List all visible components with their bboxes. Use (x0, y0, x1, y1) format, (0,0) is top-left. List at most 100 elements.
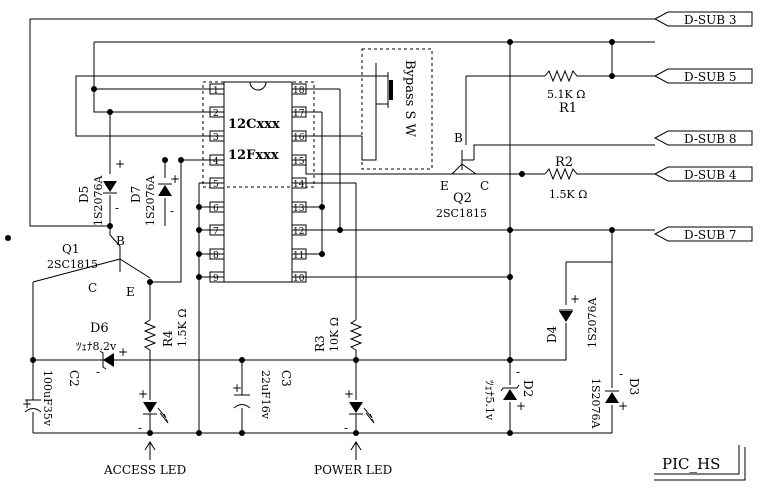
d2-minus: - (516, 365, 520, 379)
connector-dsub3 (653, 11, 753, 27)
resistor-r4 (143, 319, 157, 351)
d4-plus: + (570, 292, 580, 306)
junction-dot (507, 357, 513, 363)
ic-pin-right-number: 12 (293, 227, 304, 237)
ic-pin-left-number: 2 (213, 109, 219, 119)
junction-dot (107, 109, 113, 115)
ic-label-12fxxx: 12Fxxx (228, 148, 279, 163)
access-led-label: ACCESS LED (103, 463, 186, 477)
ic-pin-left-number: 3 (213, 133, 219, 143)
junction-dot (519, 171, 525, 177)
d7-part: 1S2076A (144, 174, 157, 226)
junction-dot (609, 73, 615, 79)
zener-d6 (103, 353, 114, 367)
leds (143, 402, 375, 460)
connector-dsub5-label: D-SUB 5 (684, 70, 737, 84)
r4-value: 1.5K Ω (176, 309, 189, 347)
r1-value: 5.1K Ω (547, 88, 585, 101)
junction-dot (319, 251, 325, 257)
diode-d7 (158, 185, 172, 196)
labels: B Q1 2SC1815 C E B E C Q2 2SC1815 5.1K Ω… (41, 88, 641, 477)
ic-pin-right-number: 15 (293, 157, 305, 167)
junction-dot (196, 204, 202, 210)
d2-name: D2 (521, 380, 535, 397)
d2-plus: + (516, 399, 526, 413)
d5-name: D5 (77, 186, 91, 203)
connector-dsub8 (653, 130, 753, 146)
ic-pin-left-number: 6 (213, 204, 219, 214)
d4-name: D4 (545, 325, 559, 343)
r4-name: R4 (161, 330, 175, 347)
c2-plus: + (22, 397, 32, 411)
junction-dot (107, 223, 113, 229)
junction-dot (319, 204, 325, 210)
d3-name: D3 (627, 378, 641, 395)
led-access (143, 402, 157, 413)
d6-name: D6 (90, 321, 109, 336)
d6-plus: + (118, 345, 128, 359)
ic-label-12cxxx: 12Cxxx (228, 117, 280, 132)
power-led-label: POWER LED (314, 463, 392, 477)
connector-dsub3-label: D-SUB 3 (684, 13, 737, 27)
junction-dot (239, 430, 245, 436)
q1-e-label: E (126, 285, 135, 299)
q1-b-label: B (116, 234, 125, 248)
polarity-marks: + - + - + - + + + - + - - + + - + (22, 157, 628, 435)
d7-minus: - (170, 204, 174, 218)
junction-dot (196, 430, 202, 436)
ic-pin-left-number: 4 (213, 157, 219, 167)
ic-pin-right-number: 11 (293, 251, 304, 261)
junction-dot (337, 227, 343, 233)
c3-plus: + (232, 381, 242, 395)
c3-name: C3 (279, 370, 293, 387)
q2-name: Q2 (453, 191, 472, 206)
ic-pin-right-number: 13 (293, 204, 305, 214)
junction-dot (196, 251, 202, 257)
r3-value: 10K Ω (328, 317, 341, 352)
c2-name: C2 (67, 370, 81, 387)
junction-dot (507, 227, 513, 233)
d6-minus: - (96, 365, 100, 379)
resistor-r3 (349, 319, 363, 351)
junction-dot (609, 227, 615, 233)
connector-dsub7 (653, 226, 753, 242)
connector-dsub7-label: D-SUB 7 (684, 228, 737, 242)
title-label: PIC_HS (662, 455, 720, 473)
ic-pin-left-number: 7 (213, 227, 219, 237)
junction-dots (30, 39, 615, 436)
q2-c-label: C (480, 179, 489, 193)
junction-dot (147, 279, 153, 285)
ic-pin-right-number: 18 (293, 86, 305, 96)
junction-dot (239, 357, 245, 363)
d5-minus: - (115, 201, 119, 215)
wires (29, 18, 655, 434)
c3-value: 22uF16v (259, 370, 272, 420)
q1-part: 2SC1815 (47, 258, 98, 271)
connectors: D-SUB 3D-SUB 5D-SUB 8D-SUB 4D-SUB 7 (653, 11, 753, 242)
c2-value: 100uF35v (41, 370, 54, 427)
ic-pin-right-number: 17 (293, 109, 305, 119)
bypass-switch-outline (361, 48, 433, 170)
q2-b-label: B (454, 131, 463, 145)
junction-dot (196, 227, 202, 233)
ic-pin-right-number: 10 (293, 274, 305, 284)
junction-dot (507, 430, 513, 436)
q2-part: 2SC1815 (436, 207, 487, 220)
bypass-switch-label: Bypass S W (402, 60, 417, 137)
junction-dot (30, 357, 36, 363)
ic-pin-left-number: 5 (213, 180, 219, 190)
r3-name: R3 (313, 335, 327, 352)
d2-value: ﾂｪﾅ5.1v (483, 380, 496, 421)
d3-minus: - (619, 367, 623, 381)
d7-plus: + (170, 172, 180, 186)
d4-part: 1S2076A (586, 296, 599, 348)
d6-value: ﾂｪﾅ8.2v (76, 340, 117, 353)
d7-name: D7 (129, 186, 143, 203)
access-led-minus: - (138, 421, 142, 435)
junction-dot (507, 274, 513, 280)
d3-plus: + (618, 399, 628, 413)
resistor-r2 (544, 167, 580, 181)
r2-name: R2 (555, 155, 573, 170)
